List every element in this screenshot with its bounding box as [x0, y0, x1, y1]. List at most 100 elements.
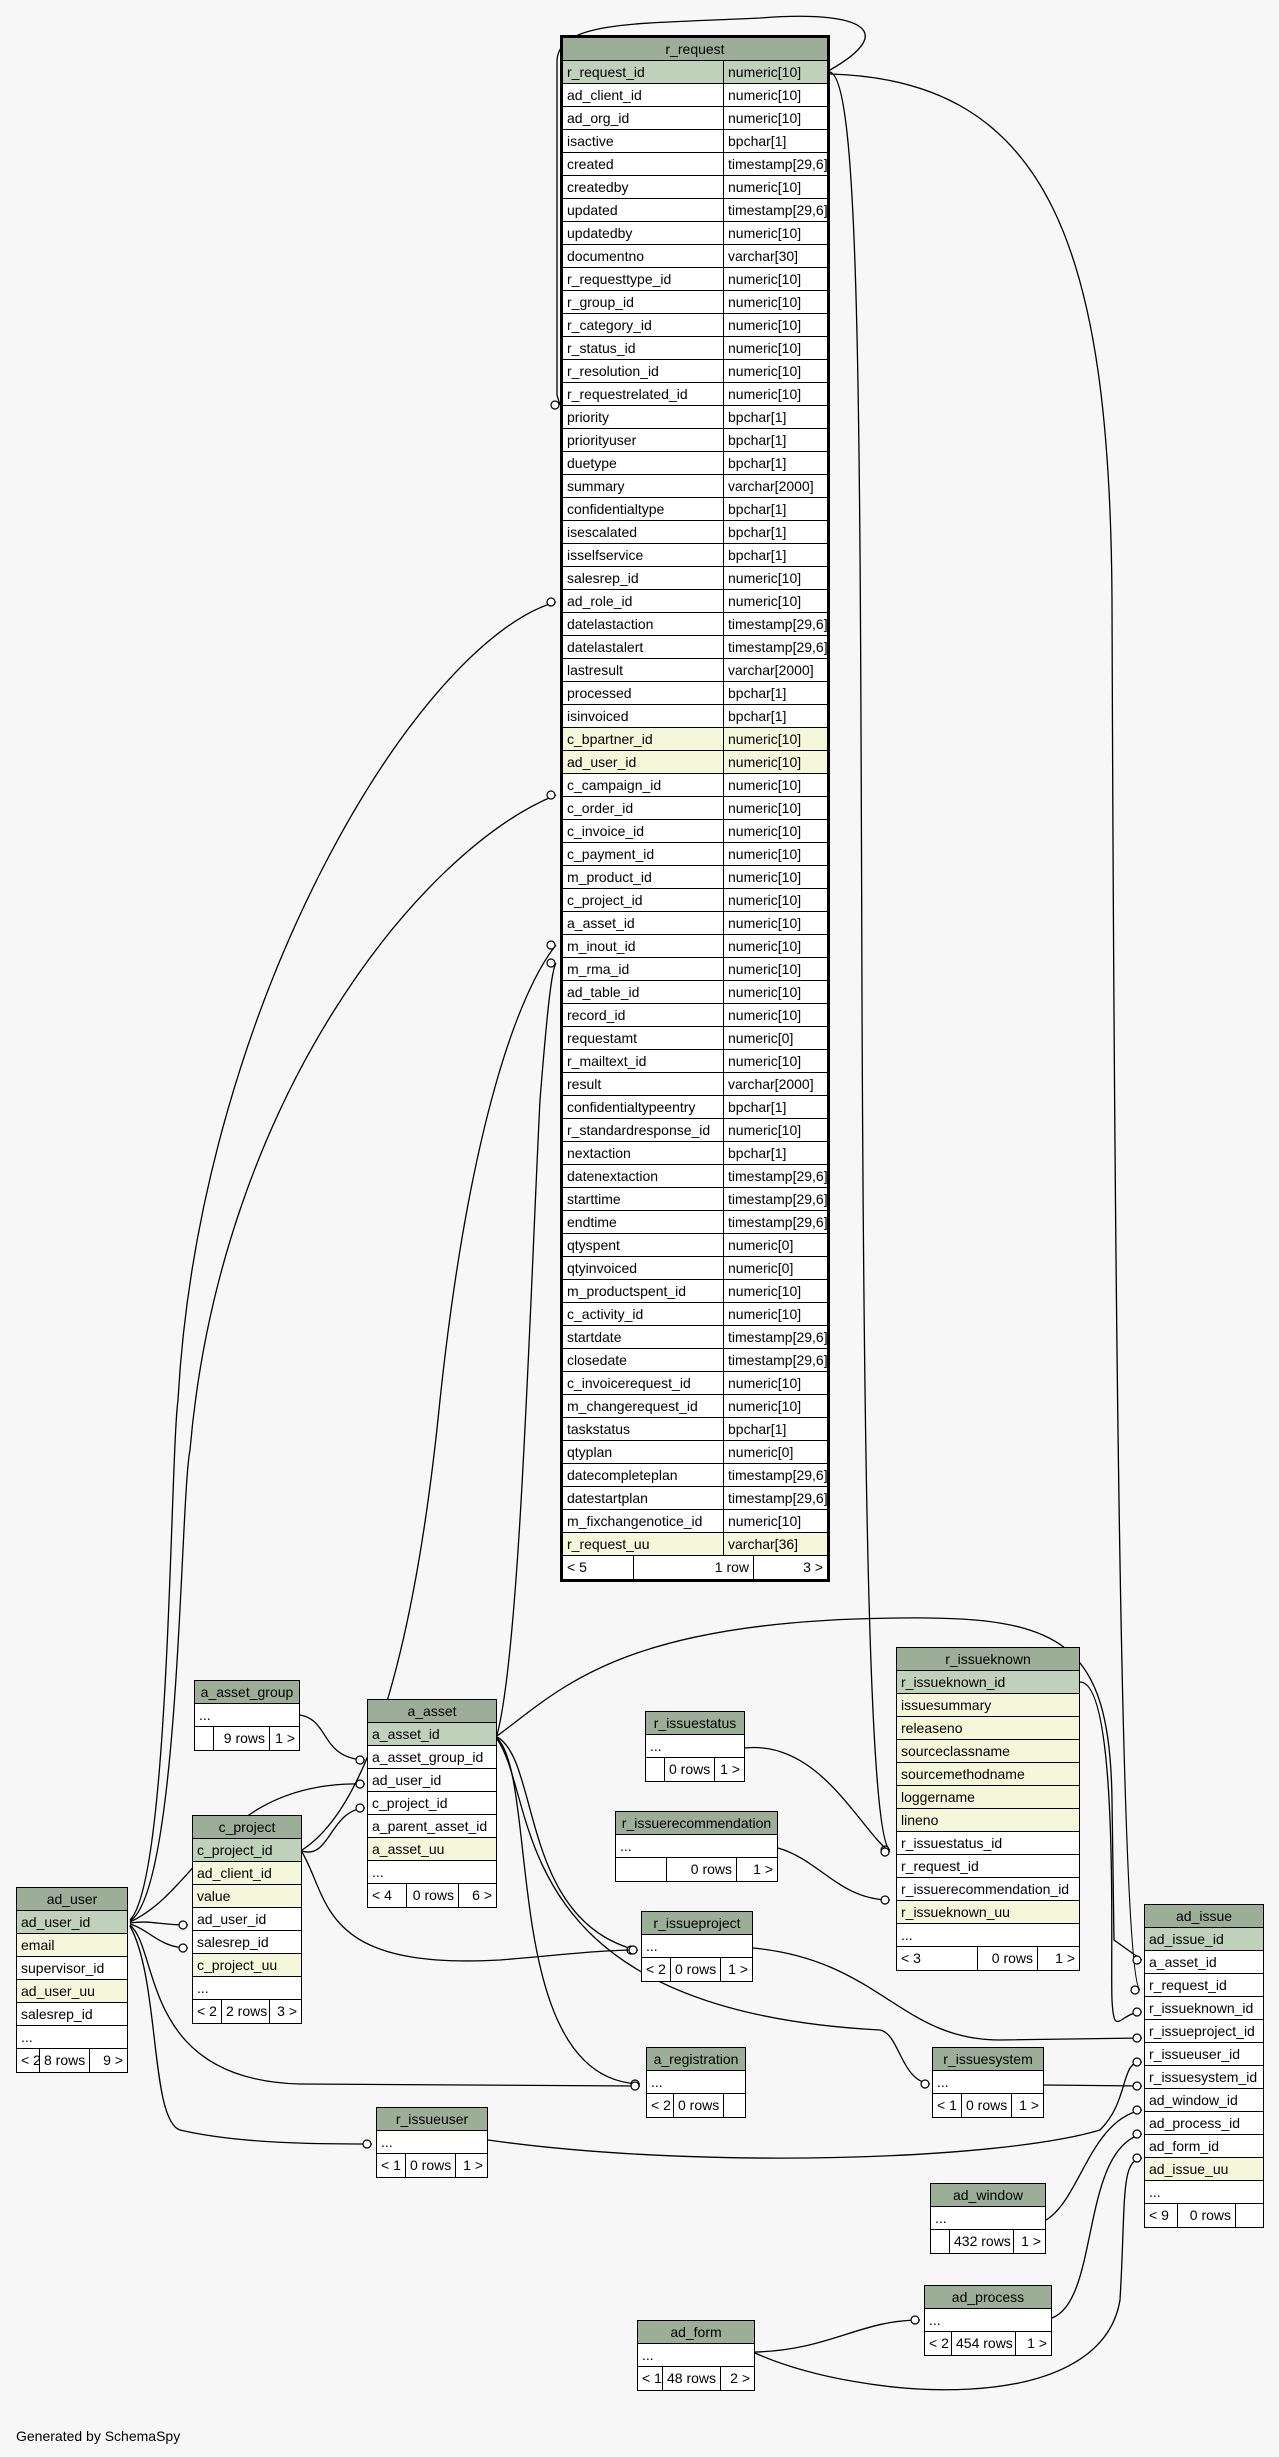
table-header[interactable]: r_issuestatus — [646, 1712, 744, 1735]
table-header[interactable]: a_asset_group — [195, 1681, 299, 1704]
children-count[interactable]: 3 > — [753, 1556, 827, 1579]
column-row[interactable]: ... — [647, 2071, 745, 2094]
children-count[interactable] — [1235, 2204, 1263, 2227]
children-count[interactable]: 1 > — [269, 1727, 299, 1750]
column-row[interactable]: c_project_uu — [193, 1954, 301, 1977]
table-header[interactable]: r_issueproject — [642, 1912, 752, 1935]
table-header[interactable]: ad_process — [925, 2286, 1051, 2309]
children-count[interactable]: 9 > — [89, 2049, 127, 2072]
column-row[interactable]: loggername — [897, 1786, 1079, 1809]
children-count[interactable]: 2 > — [720, 2367, 754, 2390]
column-row[interactable]: ad_window_id — [1145, 2089, 1263, 2112]
table-header[interactable]: ad_user — [17, 1888, 127, 1911]
column-row[interactable]: a_parent_asset_id — [368, 1815, 496, 1838]
table-header[interactable]: r_request — [563, 38, 827, 61]
column-row[interactable]: a_asset_group_id — [368, 1746, 496, 1769]
children-count[interactable]: 6 > — [458, 1884, 496, 1907]
column-row[interactable]: ... — [195, 1704, 299, 1727]
table-header[interactable]: ad_form — [638, 2321, 754, 2344]
column-row[interactable]: ad_user_uu — [17, 1980, 127, 2003]
parents-count[interactable]: < 1 — [642, 2370, 662, 2386]
column-row[interactable]: ad_process_id — [1145, 2112, 1263, 2135]
children-count[interactable] — [723, 2094, 745, 2117]
children-count[interactable]: 1 > — [736, 1858, 777, 1881]
column-row[interactable]: ... — [368, 1861, 496, 1884]
column-row[interactable]: c_project_id — [193, 1839, 301, 1862]
table-header[interactable]: c_project — [193, 1816, 301, 1839]
parents-count[interactable]: < 1 — [937, 2097, 957, 2113]
column-row[interactable]: ad_client_id — [193, 1862, 301, 1885]
column-row[interactable]: sourceclassname — [897, 1740, 1079, 1763]
column-row[interactable]: value — [193, 1885, 301, 1908]
table-header[interactable]: ad_issue — [1145, 1905, 1263, 1928]
column-row[interactable]: ... — [642, 1935, 752, 1958]
children-count[interactable]: 1 > — [1015, 2332, 1051, 2355]
parents-count[interactable] — [616, 1858, 666, 1881]
column-row[interactable]: a_asset_id — [368, 1723, 496, 1746]
table-header[interactable]: r_issuesystem — [933, 2048, 1043, 2071]
table-header[interactable]: a_asset — [368, 1700, 496, 1723]
column-row[interactable]: a_asset_uu — [368, 1838, 496, 1861]
parents-count[interactable]: < 2 — [21, 2052, 39, 2068]
column-row[interactable]: r_issuesystem_id — [1145, 2066, 1263, 2089]
column-row[interactable]: ... — [377, 2131, 487, 2154]
children-count[interactable]: 1 > — [1011, 2094, 1043, 2117]
children-count[interactable]: 1 > — [1037, 1947, 1079, 1970]
column-row[interactable]: supervisor_id — [17, 1957, 127, 1980]
parents-count[interactable]: < 2 — [646, 1961, 666, 1977]
column-row[interactable]: c_project_id — [368, 1792, 496, 1815]
column-row[interactable]: r_request_id — [897, 1855, 1079, 1878]
column-row[interactable]: email — [17, 1934, 127, 1957]
column-row[interactable]: ... — [646, 1735, 744, 1758]
parents-count[interactable]: < 9 — [1149, 2207, 1169, 2223]
parents-count[interactable]: < 3 — [901, 1950, 921, 1966]
column-row[interactable]: r_issuestatus_id — [897, 1832, 1079, 1855]
column-row[interactable]: ad_user_id — [17, 1911, 127, 1934]
column-row[interactable]: r_issueproject_id — [1145, 2020, 1263, 2043]
table-header[interactable]: r_issueuser — [377, 2108, 487, 2131]
children-count[interactable]: 1 > — [1013, 2230, 1045, 2253]
column-row[interactable]: r_request_id — [1145, 1974, 1263, 1997]
